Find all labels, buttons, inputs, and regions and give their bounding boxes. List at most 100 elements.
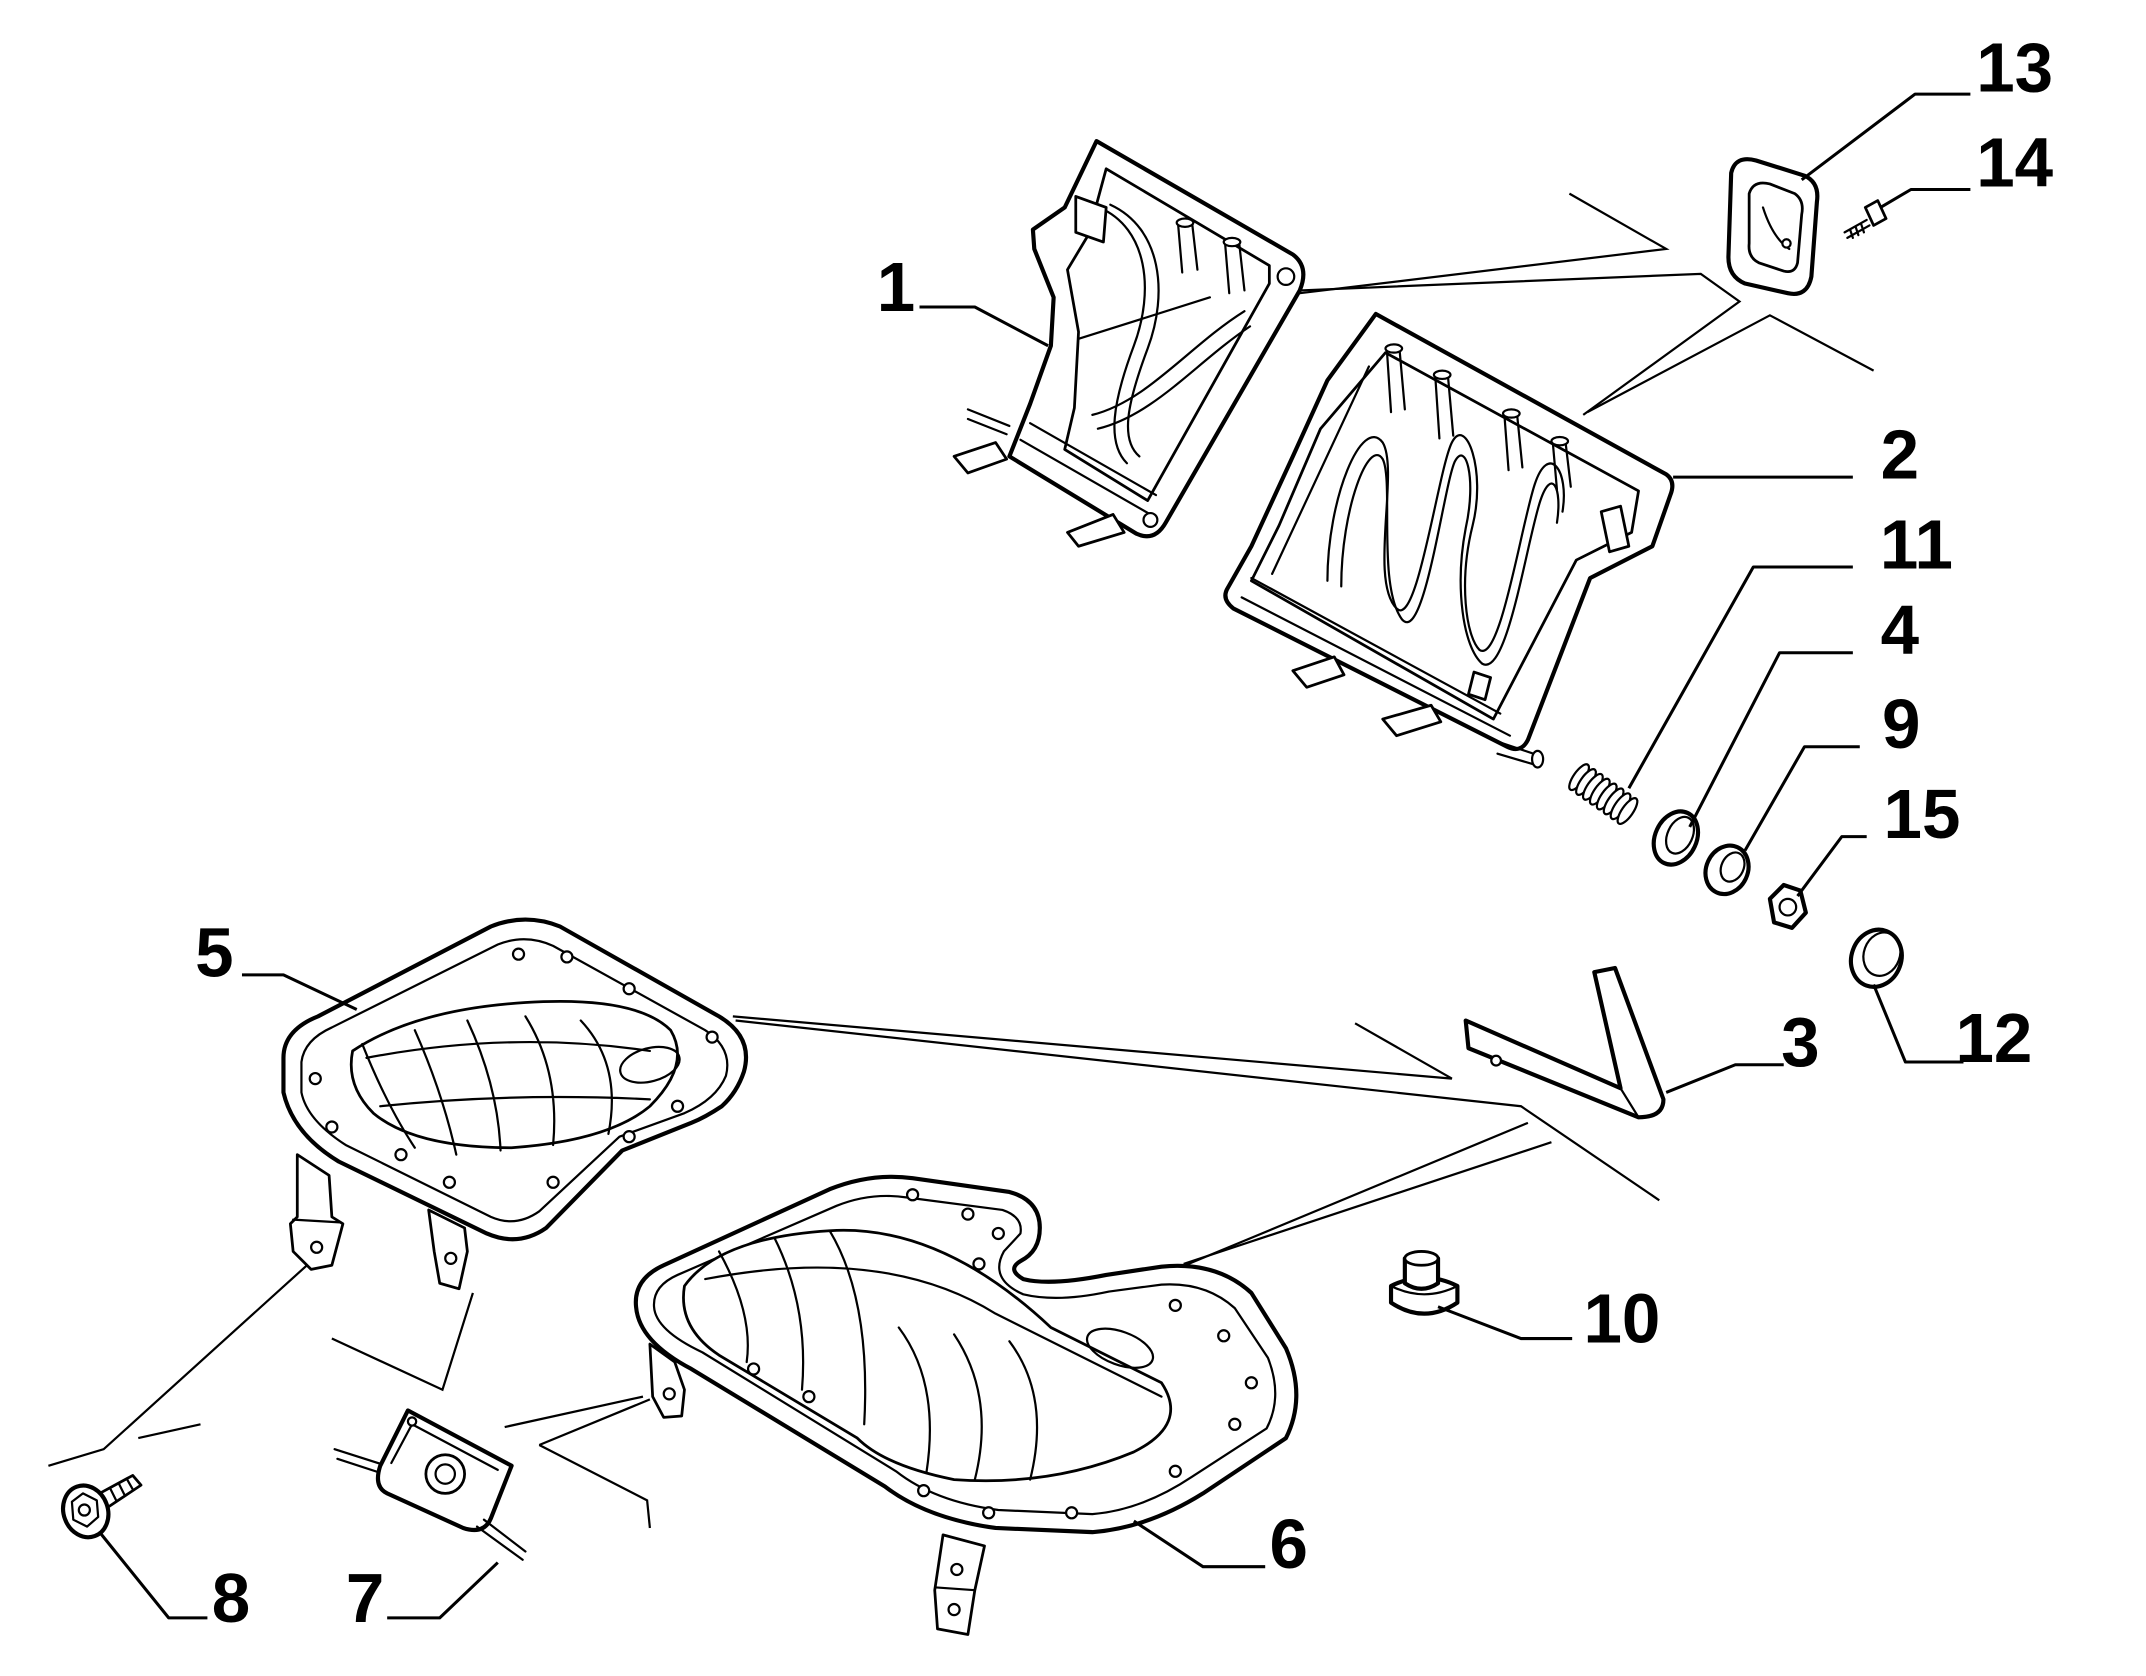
seat-pan-right-leg-rear — [933, 1533, 986, 1636]
assembly-line-seat-a — [732, 1015, 1453, 1080]
rubber-bushing-top — [1403, 1250, 1440, 1267]
seat-pan-left-leg-front-hole — [310, 1240, 324, 1254]
assembly-line-seat-c — [1174, 1121, 1529, 1271]
seat-pan-right-leg-front-hole — [662, 1387, 676, 1401]
seat-pan-right-hole — [991, 1226, 1005, 1241]
seat-pan-left-hole — [442, 1175, 457, 1189]
callout-12: 12 — [1955, 999, 2032, 1077]
leader-line-12 — [1872, 983, 1964, 1064]
seat-pan-left-leg-front-bend — [292, 1218, 342, 1224]
nut-hole — [1778, 897, 1798, 917]
trim-bracket — [1726, 157, 1820, 296]
callout-11: 11 — [1880, 505, 1953, 583]
seat-pan-left-hole — [308, 1071, 322, 1086]
seat-pan-right-hole — [1217, 1329, 1231, 1343]
backrest-frame-large-tube-4-top — [1550, 435, 1570, 447]
callout-4: 4 — [1881, 591, 1920, 669]
callout-7: 7 — [346, 1559, 384, 1637]
leader-line-15 — [1796, 835, 1867, 897]
leader-line-14 — [1879, 187, 1971, 209]
strap-bracket-hole — [1490, 1054, 1503, 1067]
strap-bracket-fold — [1619, 1087, 1640, 1119]
rubber-bushing-base-rim — [1389, 1284, 1459, 1296]
seat-pan-right-hole — [1244, 1376, 1259, 1390]
callout-3: 3 — [1781, 1003, 1819, 1081]
nut-body — [1767, 882, 1808, 930]
backrest-frame-large-tube-2 — [1434, 372, 1455, 440]
callout-14: 14 — [1976, 124, 2053, 202]
seat-pan-right-hole — [961, 1207, 975, 1221]
backrest-frame-large-tube-3 — [1503, 411, 1524, 472]
seat-pan-left-hole — [670, 1099, 685, 1113]
leader-line-5 — [241, 973, 358, 1011]
seat-pan-left-hole — [394, 1148, 408, 1162]
seat-pan-right-hole — [1228, 1417, 1242, 1431]
trim-bracket-hole — [1781, 238, 1792, 249]
backrest-frame-small-tube-1 — [1176, 220, 1199, 274]
seat-pan-left-leg-rear-hole — [444, 1251, 458, 1265]
leader-line-10 — [1437, 1305, 1573, 1341]
bushing-ring-inner — [1664, 815, 1696, 855]
assembly-line-backrest-a — [1299, 192, 1670, 295]
rubber-bushing-stem — [1402, 1256, 1441, 1291]
nut — [1767, 882, 1808, 930]
washer — [1703, 843, 1751, 897]
seat-pan-right-hole — [917, 1484, 931, 1498]
assembly-line-seat-b — [735, 1019, 1660, 1202]
bushing-ring-outer — [1651, 809, 1701, 867]
backrest-frame-small-strut — [1077, 296, 1252, 430]
leader-line-4 — [1688, 651, 1853, 828]
backrest-frame-small-hook-left — [952, 441, 1009, 475]
assembly-line-seat-d — [1183, 1141, 1552, 1265]
seat-pan-left-cushion — [349, 1000, 679, 1150]
cap-face — [1862, 931, 1902, 977]
seat-pan-left-ribs — [361, 1015, 651, 1156]
assembly-line-clip-b — [504, 1395, 644, 1429]
seat-pan-right-hole — [972, 1257, 986, 1271]
seat-pan-right-hole — [1064, 1506, 1079, 1520]
seat-pan-right-ribs — [704, 1229, 1163, 1481]
leader-line-7 — [387, 1561, 499, 1620]
seat-pan-right-hole — [746, 1362, 761, 1376]
seat-pan-left-hole — [705, 1030, 719, 1044]
seat-pan-left-center-oval — [619, 1045, 681, 1084]
leader-line-13 — [1800, 92, 1971, 182]
leader-lines — [98, 92, 1971, 1620]
backrest-frame-large-hook-left — [1291, 655, 1346, 689]
leader-line-8 — [98, 1531, 208, 1620]
screw-thread — [1848, 222, 1866, 240]
backrest-frame-large-tube-1 — [1385, 346, 1406, 414]
seat-pan-left-hole — [560, 950, 574, 964]
callout-10: 10 — [1583, 1280, 1660, 1358]
assembly-line-backrest-c — [1586, 314, 1875, 414]
seat-pan-right-hole — [982, 1506, 996, 1520]
backrest-frame-small-crossbar — [1019, 422, 1158, 516]
callout-15: 15 — [1884, 775, 1961, 853]
backrest-frame-large-crossbar — [1240, 576, 1512, 737]
seat-pan-right-hole — [905, 1188, 920, 1202]
screw-head — [1863, 199, 1888, 227]
backrest-frame-large-rail-left — [1271, 365, 1371, 576]
backrest-frame-small-wire — [1098, 203, 1160, 465]
callout-1: 1 — [877, 248, 915, 326]
backrest-frame-large-side-bracket — [1599, 504, 1631, 554]
washer-inner — [1719, 851, 1746, 883]
seat-pan-right-center-oval — [1085, 1327, 1155, 1369]
leader-line-1 — [919, 305, 1049, 348]
backrest-frame-large-tab — [1467, 670, 1492, 702]
backrest-frame-small-tube-2 — [1223, 239, 1246, 295]
clip-bracket-boss-hole — [434, 1463, 457, 1485]
seat-pan-right-leg-rear-bend — [935, 1586, 976, 1592]
seat-pan-left-hole — [325, 1120, 339, 1134]
strap-bracket-outline — [1463, 965, 1666, 1120]
seat-pan-left-hole — [511, 947, 526, 961]
assembly-line-bolt-b — [138, 1423, 201, 1440]
backrest-frame-large-tube-3-top — [1501, 408, 1521, 419]
bushing-ring — [1651, 809, 1701, 867]
callout-5: 5 — [195, 913, 233, 991]
screw — [1843, 199, 1888, 240]
leader-line-9 — [1743, 745, 1860, 852]
cap — [1848, 927, 1904, 989]
seat-pan-left — [281, 917, 749, 1291]
backrest-frame-small-tube-1-top — [1175, 217, 1195, 228]
